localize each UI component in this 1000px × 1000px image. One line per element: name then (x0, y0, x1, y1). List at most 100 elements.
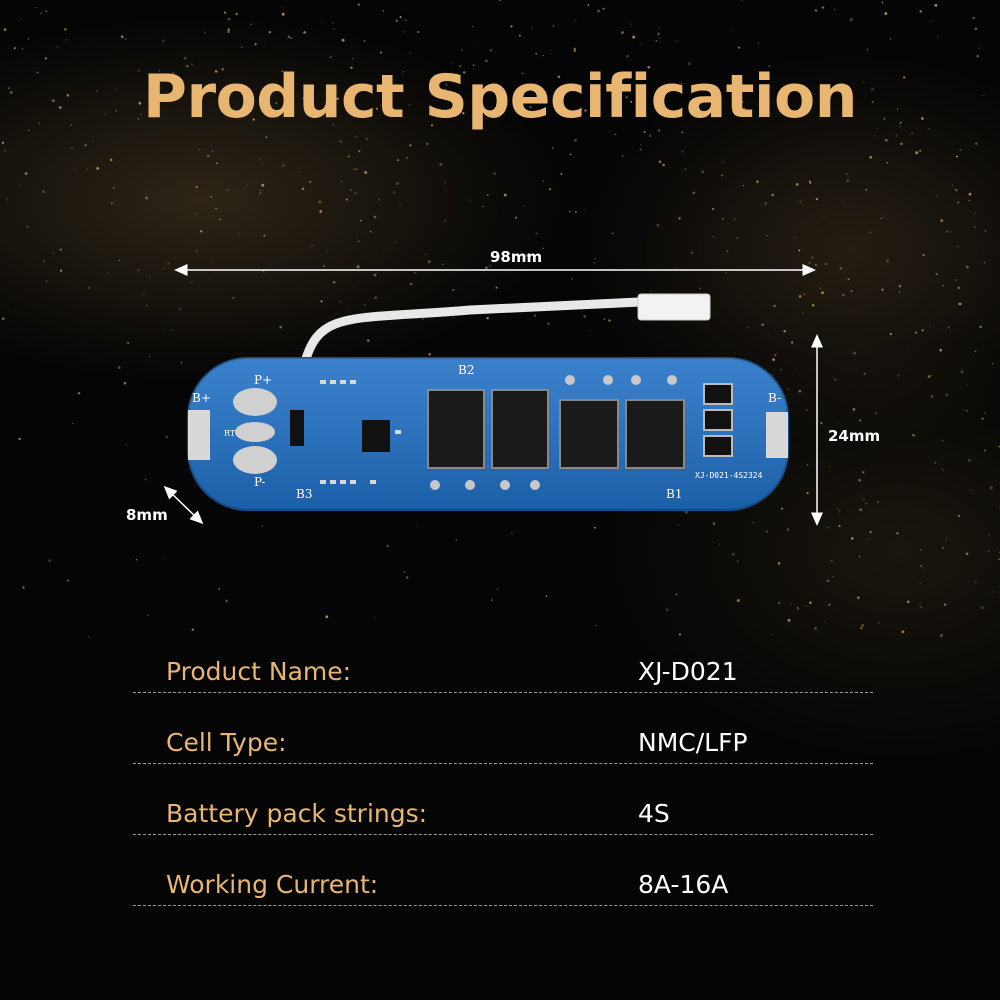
sparkle-dot (254, 43, 257, 46)
sparkle-dot (124, 38, 127, 41)
sparkle-dot (975, 142, 978, 145)
sparkle-dot (48, 559, 51, 562)
sparkle-dot (919, 565, 922, 567)
sparkle-dot (603, 318, 606, 321)
sparkle-dot (498, 0, 502, 2)
sparkle-dot (980, 606, 984, 610)
sparkle-dot (452, 316, 455, 319)
sparkle-dot (195, 213, 197, 216)
sparkle-dot (639, 44, 641, 45)
pad-rt (235, 422, 275, 442)
sparkle-dot (408, 103, 411, 106)
sparkle-dot (86, 168, 89, 171)
temperature-sensor-cable (300, 297, 641, 364)
sparkle-dot (832, 575, 834, 578)
sparkle-dot (919, 582, 921, 584)
mosfet-2 (491, 389, 549, 469)
sparkle-dot (84, 144, 87, 147)
sparkle-dot (883, 117, 886, 121)
spec-value-cell-type: NMC/LFP (638, 728, 748, 757)
sparkle-dot (118, 259, 120, 262)
mosfet-3 (559, 399, 619, 469)
sparkle-dot (510, 25, 513, 28)
sparkle-dot (809, 601, 812, 604)
sparkle-dot (968, 199, 970, 202)
sparkle-dot (795, 370, 796, 371)
sparkle-dot (172, 329, 174, 331)
sparkle-dot (846, 179, 849, 182)
sparkle-dot (647, 65, 651, 69)
sparkle-dot (621, 155, 624, 157)
sparkle-dot (847, 278, 850, 281)
sparkle-dot (780, 507, 783, 510)
sparkle-dot (336, 312, 338, 314)
sparkle-dot (846, 173, 848, 175)
sparkle-dot (59, 248, 62, 251)
sparkle-dot (489, 49, 493, 52)
sparkle-dot (148, 355, 151, 357)
sparkle-dot (853, 310, 855, 312)
sparkle-dot (495, 286, 498, 289)
sparkle-dot (206, 154, 210, 158)
sparkle-dot (919, 10, 922, 13)
sparkle-dot (865, 188, 868, 191)
sparkle-dot (427, 260, 431, 264)
sparkle-dot (459, 65, 462, 68)
sparkle-dot (869, 531, 872, 534)
sparkle-dot (918, 603, 921, 606)
sparkle-dot (614, 133, 617, 136)
sparkle-dot (872, 88, 874, 90)
sparkle-dot (921, 329, 924, 332)
sparkle-dot (941, 439, 944, 442)
pad-b-minus (766, 412, 788, 458)
sparkle-dot (190, 281, 193, 284)
sparkle-dot (490, 599, 493, 601)
sparkle-dot (552, 147, 554, 149)
sparkle-dot (736, 237, 738, 239)
sparkle-dot (163, 267, 165, 270)
sparkle-dot (838, 524, 841, 528)
sparkle-dot (331, 22, 334, 24)
mosfet-1 (427, 389, 485, 469)
sparkle-dot (78, 392, 81, 395)
silk-rt: RT (224, 429, 236, 438)
sparkle-dot (360, 219, 362, 222)
sparkle-dot (814, 9, 818, 12)
sparkle-dot (773, 304, 776, 308)
sparkle-dot (355, 233, 357, 234)
sparkle-dot (38, 123, 41, 125)
spec-value-working-current: 8A-16A (638, 870, 729, 899)
sparkle-dot (606, 88, 609, 91)
sparkle-dot (992, 591, 994, 593)
sparkle-dot (862, 471, 865, 474)
sparkle-dot (677, 524, 679, 526)
sparkle-dot (332, 281, 336, 284)
sparkle-dot (783, 330, 786, 333)
sparkle-dot (320, 21, 322, 23)
sparkle-dot (950, 231, 952, 233)
sparkle-dot (163, 329, 165, 331)
sparkle-dot (183, 56, 187, 60)
sparkle-dot (862, 81, 865, 84)
sparkle-dot (896, 532, 899, 535)
sparkle-dot (825, 263, 827, 265)
sparkle-dot (884, 138, 888, 142)
sparkle-dot (403, 571, 406, 573)
sparkle-dot (107, 272, 109, 274)
sparkle-dot (10, 91, 13, 94)
sparkle-dot (584, 109, 587, 112)
sparkle-dot (374, 618, 376, 620)
sparkle-dot (900, 142, 903, 146)
sparkle-dot (24, 172, 28, 175)
silk-b3: B3 (296, 487, 312, 501)
sparkle-dot (842, 293, 845, 297)
silk-b-minus: B- (768, 391, 781, 405)
sparkle-dot (899, 125, 902, 128)
sparkle-dot (912, 433, 915, 437)
sparkle-dot (117, 366, 121, 369)
sparkle-dot (261, 183, 265, 187)
sparkle-dot (569, 153, 572, 156)
sparkle-dot (658, 27, 660, 29)
sparkle-dot (399, 16, 402, 19)
sparkle-dot (70, 124, 72, 126)
